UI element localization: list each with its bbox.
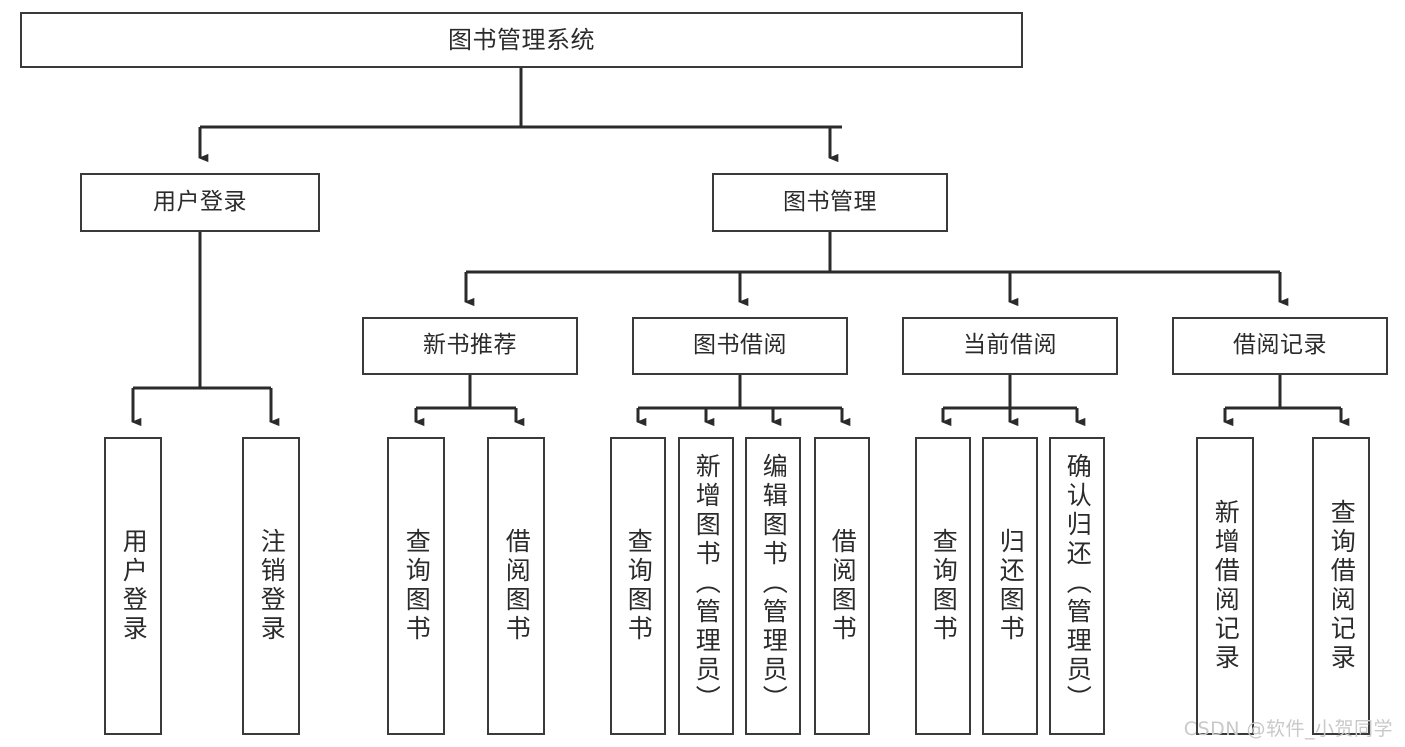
node-leaf-return-book-label: 归还图书	[996, 528, 1026, 644]
node-borrow-record-label: 借阅记录	[1233, 332, 1327, 359]
node-new-book-rec-label: 新书推荐	[423, 332, 517, 359]
node-root[interactable]: 图书管理系统	[20, 12, 1023, 68]
node-leaf-add-record[interactable]: 新增借阅记录	[1196, 437, 1254, 735]
node-leaf-borrow-book-rec[interactable]: 借阅图书	[487, 437, 545, 735]
node-leaf-user-login-label: 用户登录	[119, 528, 149, 644]
node-leaf-query-book-cb-label: 查询图书	[929, 528, 959, 644]
node-book-manage-label: 图书管理	[783, 188, 877, 215]
node-leaf-query-book-br[interactable]: 查询图书	[610, 437, 666, 735]
node-leaf-query-book-br-label: 查询图书	[624, 528, 654, 644]
node-leaf-query-record[interactable]: 查询借阅记录	[1312, 437, 1370, 735]
node-leaf-confirm-return-label: 确认归还（管理员）	[1063, 453, 1093, 714]
node-leaf-edit-book-label: 编辑图书（管理员）	[759, 453, 789, 714]
node-leaf-add-record-label: 新增借阅记录	[1211, 499, 1241, 673]
node-leaf-query-book-rec-label: 查询图书	[402, 528, 432, 644]
node-user-login[interactable]: 用户登录	[80, 173, 320, 232]
node-leaf-user-login[interactable]: 用户登录	[104, 437, 162, 735]
node-current-borrow-label: 当前借阅	[963, 332, 1057, 359]
node-borrow-record[interactable]: 借阅记录	[1172, 317, 1388, 375]
node-leaf-edit-book[interactable]: 编辑图书（管理员）	[745, 437, 801, 735]
node-book-borrow-label: 图书借阅	[693, 332, 787, 359]
node-user-login-label: 用户登录	[153, 188, 247, 215]
node-new-book-rec[interactable]: 新书推荐	[362, 317, 578, 375]
node-leaf-borrow-book-br-label: 借阅图书	[828, 528, 858, 644]
node-root-label: 图书管理系统	[448, 25, 595, 54]
node-leaf-borrow-book-rec-label: 借阅图书	[502, 528, 532, 644]
node-leaf-query-book-cb[interactable]: 查询图书	[915, 437, 971, 735]
node-leaf-return-book[interactable]: 归还图书	[982, 437, 1038, 735]
node-leaf-borrow-book-br[interactable]: 借阅图书	[814, 437, 870, 735]
node-leaf-query-book-rec[interactable]: 查询图书	[387, 437, 445, 735]
csdn-watermark: CSDN @软件_小贺同学	[1183, 718, 1393, 740]
node-leaf-add-book-label: 新增图书（管理员）	[692, 453, 722, 714]
node-leaf-user-logout-label: 注销登录	[257, 528, 287, 644]
node-book-manage[interactable]: 图书管理	[712, 173, 948, 232]
node-book-borrow[interactable]: 图书借阅	[632, 317, 848, 375]
node-current-borrow[interactable]: 当前借阅	[902, 317, 1118, 375]
node-leaf-add-book[interactable]: 新增图书（管理员）	[678, 437, 734, 735]
node-leaf-query-record-label: 查询借阅记录	[1327, 499, 1357, 673]
node-leaf-user-logout[interactable]: 注销登录	[242, 437, 300, 735]
node-leaf-confirm-return[interactable]: 确认归还（管理员）	[1049, 437, 1105, 735]
